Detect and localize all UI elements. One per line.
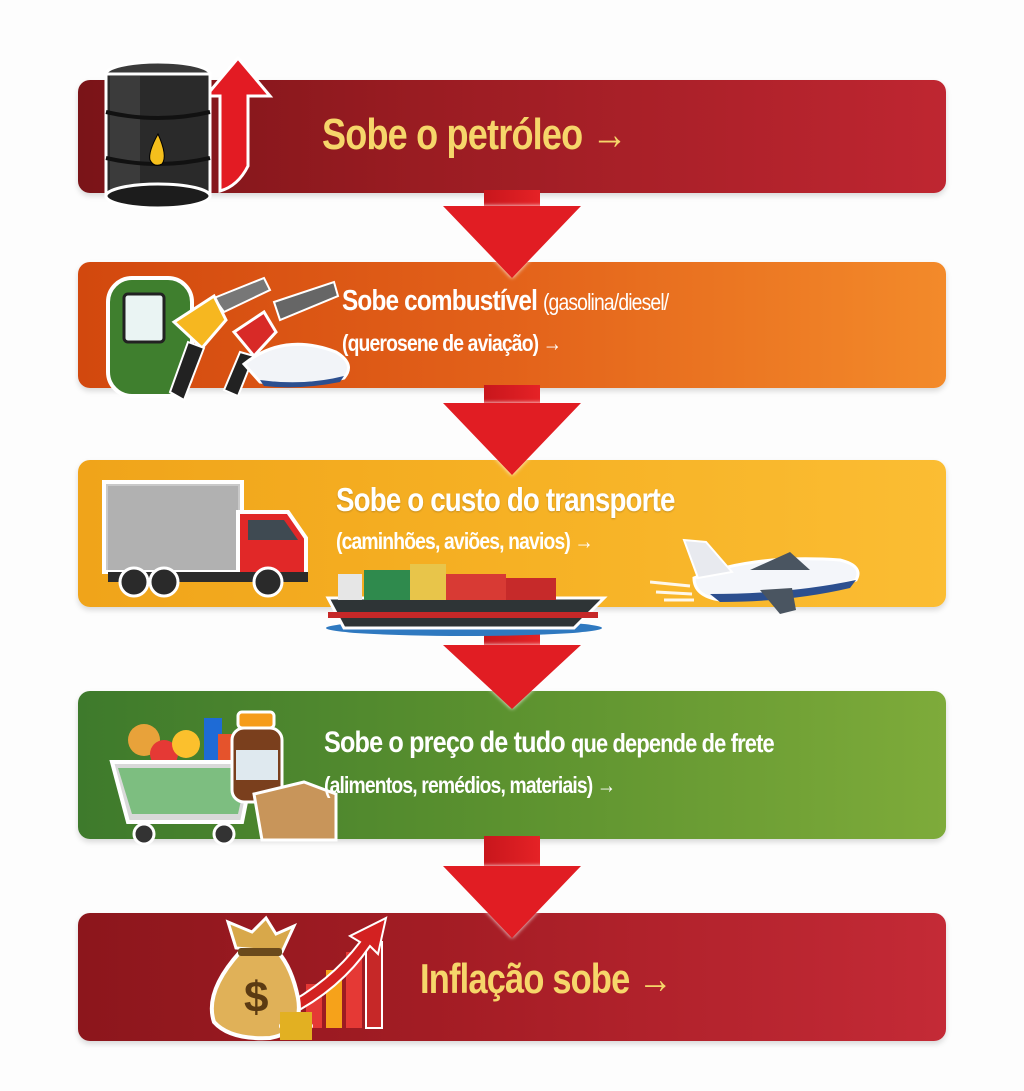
step-1-title: Sobe o petróleo →	[322, 110, 628, 159]
step-5-title: Inflação sobe →	[420, 955, 673, 1002]
svg-text:$: $	[244, 973, 268, 1022]
money-bag-rising-chart-icon: $	[209, 915, 388, 1041]
step-4-subtitle: (alimentos, remédios, materiais) →	[324, 772, 616, 798]
step-2-title-main: Sobe combustível	[342, 285, 538, 317]
step-2-subtitle: (querosene de aviação) →	[342, 330, 562, 356]
connector-arrow-2	[443, 385, 581, 475]
fuel-pump-nozzles-plane-icon	[106, 276, 350, 402]
airplane-icon	[650, 538, 860, 614]
shopping-cart-medicine-box-icon	[109, 710, 338, 846]
step-4-title-rest: que depende de frete	[570, 728, 775, 758]
oil-barrel-up-arrow-icon	[104, 56, 274, 210]
step-2-title: Sobe combustível (gasolina/diesel/	[342, 285, 669, 318]
connector-arrow-1	[443, 190, 581, 278]
connector-arrow-4	[443, 836, 581, 938]
cargo-ship-icon	[325, 564, 608, 636]
step-4-title: Sobe o preço de tudo que depende de fret…	[324, 726, 775, 760]
truck-icon	[102, 480, 308, 598]
step-3-title: Sobe o custo do transporte	[336, 481, 675, 518]
step-4-title-main: Sobe o preço de tudo	[324, 726, 566, 759]
connector-arrow-3	[443, 605, 581, 709]
step-3-subtitle: (caminhões, aviões, navios) →	[336, 528, 594, 554]
step-2-title-suffix: (gasolina/diesel/	[542, 289, 669, 315]
